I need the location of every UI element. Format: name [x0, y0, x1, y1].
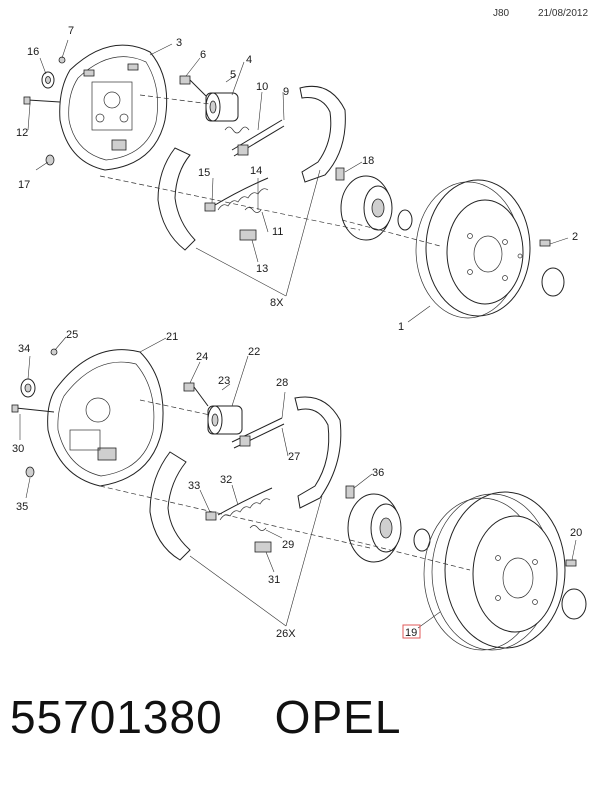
lower-assembly [11, 348, 587, 651]
diagram-date: 21/08/2012 [538, 8, 589, 19]
screw-25 [50, 348, 58, 356]
callout-labels: 7 3 6 4 5 16 12 17 10 9 14 15 11 13 8X 1… [12, 25, 582, 640]
nut-17 [45, 154, 55, 166]
spring-14 [214, 177, 269, 206]
callout-12: 12 [16, 127, 28, 139]
callout-10: 10 [256, 81, 268, 93]
pin-33 [205, 511, 217, 521]
callout-13: 13 [256, 263, 268, 275]
callout-15: 15 [198, 167, 210, 179]
spring-29 [249, 525, 267, 531]
callout-20: 20 [570, 527, 582, 539]
pin-15 [204, 202, 216, 212]
callout-23: 23 [218, 375, 230, 387]
callout-34: 34 [18, 343, 30, 355]
callout-3: 3 [176, 37, 182, 49]
part-number: 55701380 [10, 691, 223, 743]
callout-22: 22 [248, 346, 260, 358]
leader-lines [19, 39, 577, 629]
wheel-cylinder-upper [179, 75, 239, 122]
callout-32: 32 [220, 474, 232, 486]
callout-30: 30 [12, 443, 24, 455]
callout-25: 25 [66, 329, 78, 341]
hub-lower [345, 485, 431, 563]
spring-32 [217, 487, 273, 516]
callout-17: 17 [18, 179, 30, 191]
callout-29: 29 [282, 539, 294, 551]
callout-19-highlight-box [402, 624, 421, 639]
exploded-parts-diagram: 7 3 6 4 5 16 12 17 10 9 14 15 11 13 8X 1… [11, 25, 587, 651]
callout-6: 6 [200, 49, 206, 61]
brake-drum-lower [423, 491, 587, 651]
adjuster-upper [224, 119, 285, 157]
callout-8x: 8X [270, 297, 284, 309]
clip-13 [239, 229, 257, 241]
backing-plate-upper [59, 44, 168, 171]
callout-4: 4 [246, 54, 252, 66]
callout-1: 1 [398, 321, 404, 333]
callout-27: 27 [288, 451, 300, 463]
callout-36: 36 [372, 467, 384, 479]
callout-26x: 26X [276, 628, 296, 640]
brand-name: OPEL [274, 691, 402, 743]
hub-upper [335, 167, 413, 241]
brake-drum-upper [415, 179, 565, 319]
diagram-code: J80 [493, 8, 510, 19]
callout-31: 31 [268, 574, 280, 586]
callout-2: 2 [572, 231, 578, 243]
callout-9: 9 [283, 86, 289, 98]
callout-24: 24 [196, 351, 208, 363]
brake-shoe-upper-left [157, 147, 196, 251]
brake-shoe-lower-left [149, 451, 191, 561]
callout-33: 33 [188, 480, 200, 492]
clip-31 [254, 541, 272, 553]
callout-7: 7 [68, 25, 74, 37]
brake-shoe-upper-right [299, 85, 346, 183]
nut-35 [25, 466, 35, 478]
adjuster-lower [231, 417, 285, 449]
backing-plate-lower [47, 349, 164, 487]
part-footer: 55701380 OPEL [10, 690, 401, 744]
callout-28: 28 [276, 377, 288, 389]
brake-shoe-lower-right [294, 396, 342, 509]
wheel-cylinder-lower [183, 382, 243, 435]
bolt-12 [23, 96, 61, 105]
bolt-30 [15, 407, 55, 413]
screw-7 [58, 56, 66, 64]
callout-21: 21 [166, 331, 178, 343]
callout-18: 18 [362, 155, 374, 167]
callout-35: 35 [16, 501, 28, 513]
callout-14: 14 [250, 165, 262, 177]
callout-16: 16 [27, 46, 39, 58]
upper-assembly [23, 44, 565, 319]
callout-5: 5 [230, 69, 236, 81]
spring-11 [244, 207, 262, 213]
callout-19: 19 [405, 627, 417, 639]
callout-11: 11 [272, 226, 283, 238]
